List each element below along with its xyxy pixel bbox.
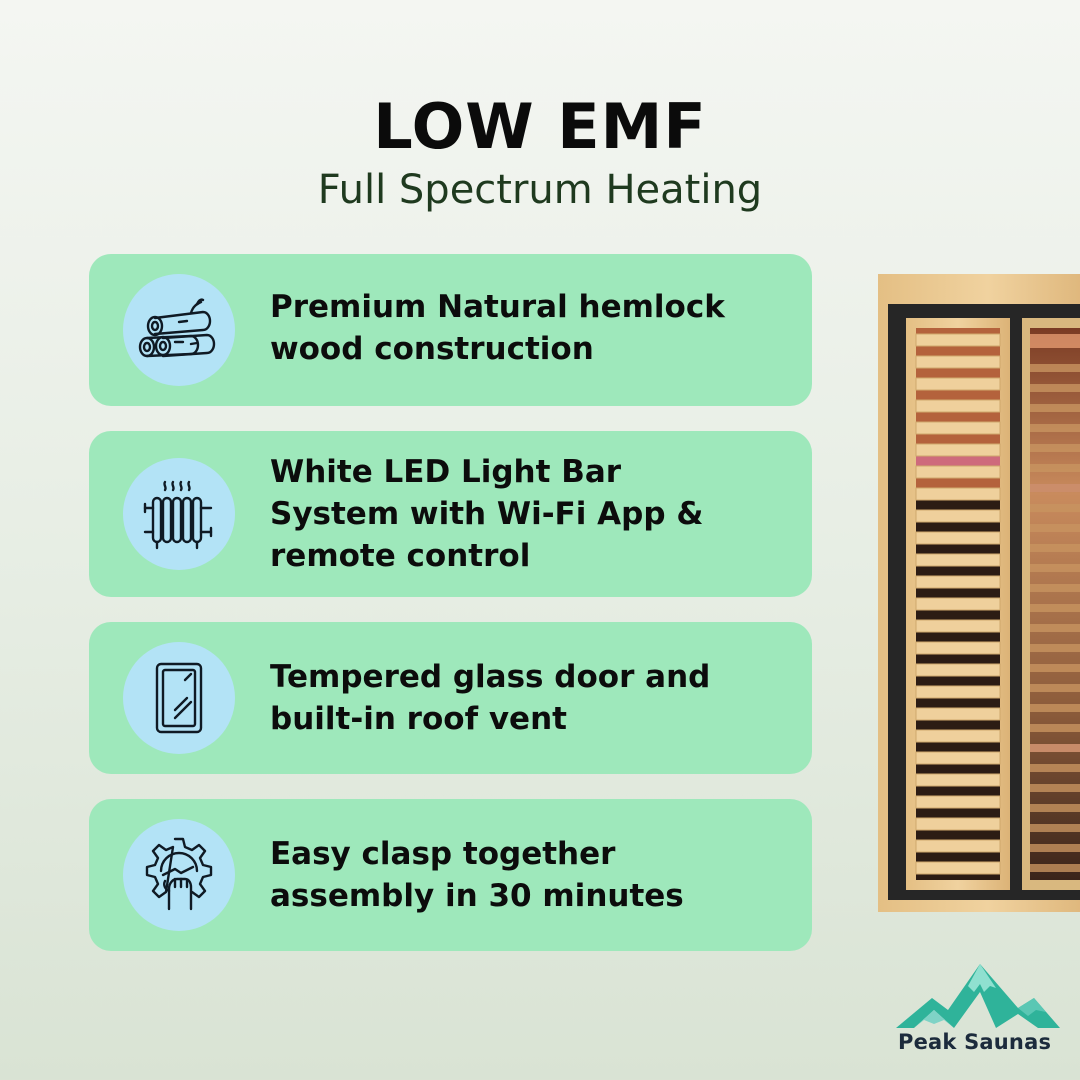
sauna-backrest-slat <box>1030 544 1080 552</box>
sauna-backrest-slat <box>1030 384 1080 392</box>
feature-line: Easy clasp together <box>270 836 616 872</box>
feature-text: Premium Natural hemlock wood constructio… <box>270 286 792 370</box>
sauna-backrest-slat <box>1030 464 1080 472</box>
gear-wrench-hand-icon <box>145 837 213 911</box>
sauna-slat <box>915 575 1001 589</box>
sauna-backrest-slat <box>1030 504 1080 512</box>
sauna-slat <box>915 377 1001 391</box>
sauna-backrest-slat <box>1030 524 1080 532</box>
sauna-slat <box>915 817 1001 831</box>
sauna-slat <box>915 333 1001 347</box>
sauna-backrest-slat <box>1030 804 1080 812</box>
sauna-slat <box>915 597 1001 611</box>
feature-line: White LED Light Bar <box>270 454 622 490</box>
sauna-slat <box>915 421 1001 435</box>
sauna-slat <box>915 399 1001 413</box>
icon-badge <box>123 642 235 754</box>
sauna-backrest-slat <box>1030 404 1080 412</box>
feature-line: built-in roof vent <box>270 701 567 737</box>
sauna-slat <box>915 707 1001 721</box>
heading: LOW EMF Full Spectrum Heating <box>0 92 1080 216</box>
feature-card-wood: Premium Natural hemlock wood constructio… <box>89 254 812 406</box>
feature-text: Tempered glass door and built-in roof ve… <box>270 656 792 740</box>
sauna-backrest-slat <box>1030 864 1080 872</box>
icon-badge <box>123 274 235 386</box>
sauna-backrest-slat <box>1030 364 1080 372</box>
sauna-product-image <box>878 274 1080 912</box>
sauna-backrest-slat <box>1030 644 1080 652</box>
sauna-slat <box>915 443 1001 457</box>
sauna-slat <box>915 861 1001 875</box>
glass-door-icon <box>155 662 203 734</box>
page-title: LOW EMF <box>373 90 707 163</box>
sauna-backrest-slat <box>1030 664 1080 672</box>
page-subtitle: Full Spectrum Heating <box>317 167 763 213</box>
sauna-slat <box>915 465 1001 479</box>
sauna-backrest-slat <box>1030 424 1080 432</box>
feature-line: Premium Natural hemlock <box>270 289 725 325</box>
sauna-slat <box>915 619 1001 633</box>
sauna-slat <box>915 773 1001 787</box>
brand-name: Peak Saunas <box>898 1030 1052 1054</box>
icon-badge <box>123 458 235 570</box>
feature-line: Tempered glass door and <box>270 659 711 695</box>
sauna-slat <box>915 729 1001 743</box>
sauna-backrest-slat <box>1030 444 1080 452</box>
feature-text: Easy clasp together assembly in 30 minut… <box>270 833 792 917</box>
feature-line: System with Wi-Fi App & <box>270 496 704 532</box>
sauna-backrest-slat <box>1030 844 1080 852</box>
sauna-backrest-slat <box>1030 704 1080 712</box>
feature-text: White LED Light Bar System with Wi-Fi Ap… <box>270 451 792 577</box>
mountain-peaks-icon <box>896 964 1060 1028</box>
sauna-slat <box>915 487 1001 501</box>
sauna-slat <box>915 839 1001 853</box>
sauna-backrest-slat <box>1030 624 1080 632</box>
sauna-backrest-slat <box>1030 484 1080 492</box>
feature-line: remote control <box>270 538 531 574</box>
sauna-backrest-slat <box>1030 724 1080 732</box>
sauna-slat <box>915 663 1001 677</box>
wood-logs-icon <box>138 298 216 358</box>
brand-logo: Peak Saunas <box>896 962 1060 1062</box>
sauna-backrest-slat <box>1030 584 1080 592</box>
feature-card-assembly: Easy clasp together assembly in 30 minut… <box>89 799 812 951</box>
sauna-backrest-slat <box>1030 744 1080 752</box>
sauna-backrest-slat <box>1030 604 1080 612</box>
feature-card-led: White LED Light Bar System with Wi-Fi Ap… <box>89 431 812 597</box>
sauna-backrest-slat <box>1030 784 1080 792</box>
sauna-slat <box>915 509 1001 523</box>
sauna-slat <box>915 685 1001 699</box>
icon-badge <box>123 819 235 931</box>
sauna-slat <box>915 751 1001 765</box>
sauna-slat <box>915 531 1001 545</box>
sauna-slat <box>915 553 1001 567</box>
sauna-slat <box>915 355 1001 369</box>
sauna-backrest-slat <box>1030 764 1080 772</box>
feature-card-glass-door: Tempered glass door and built-in roof ve… <box>89 622 812 774</box>
sauna-slat <box>915 795 1001 809</box>
sauna-backrest-slat <box>1030 684 1080 692</box>
sauna-backrest-slat <box>1030 824 1080 832</box>
feature-line: wood construction <box>270 331 594 367</box>
sauna-slat <box>915 641 1001 655</box>
sauna-backrest-slat <box>1030 564 1080 572</box>
radiator-heater-icon <box>143 480 213 550</box>
feature-line: assembly in 30 minutes <box>270 878 684 914</box>
